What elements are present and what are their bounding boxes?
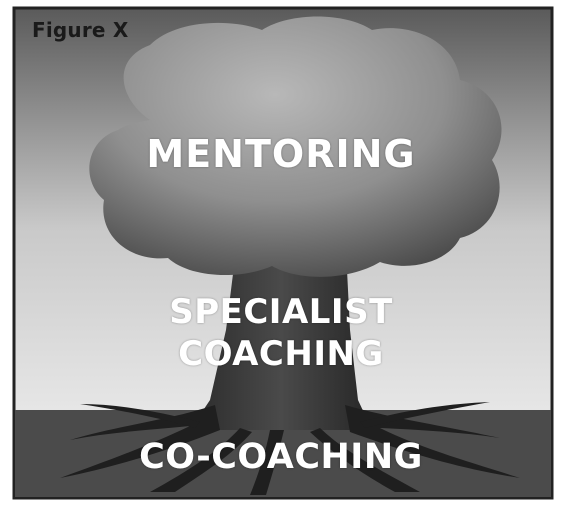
coaching-label: COACHING [178, 334, 384, 374]
roots [60, 402, 520, 495]
tree-crown [89, 16, 502, 277]
figure-label: Figure X [32, 18, 129, 42]
specialist-label: SPECIALIST [169, 292, 393, 332]
co-coaching-label: CO-COACHING [139, 437, 423, 477]
trunk [190, 250, 372, 430]
mentoring-label: MENTORING [146, 132, 416, 176]
